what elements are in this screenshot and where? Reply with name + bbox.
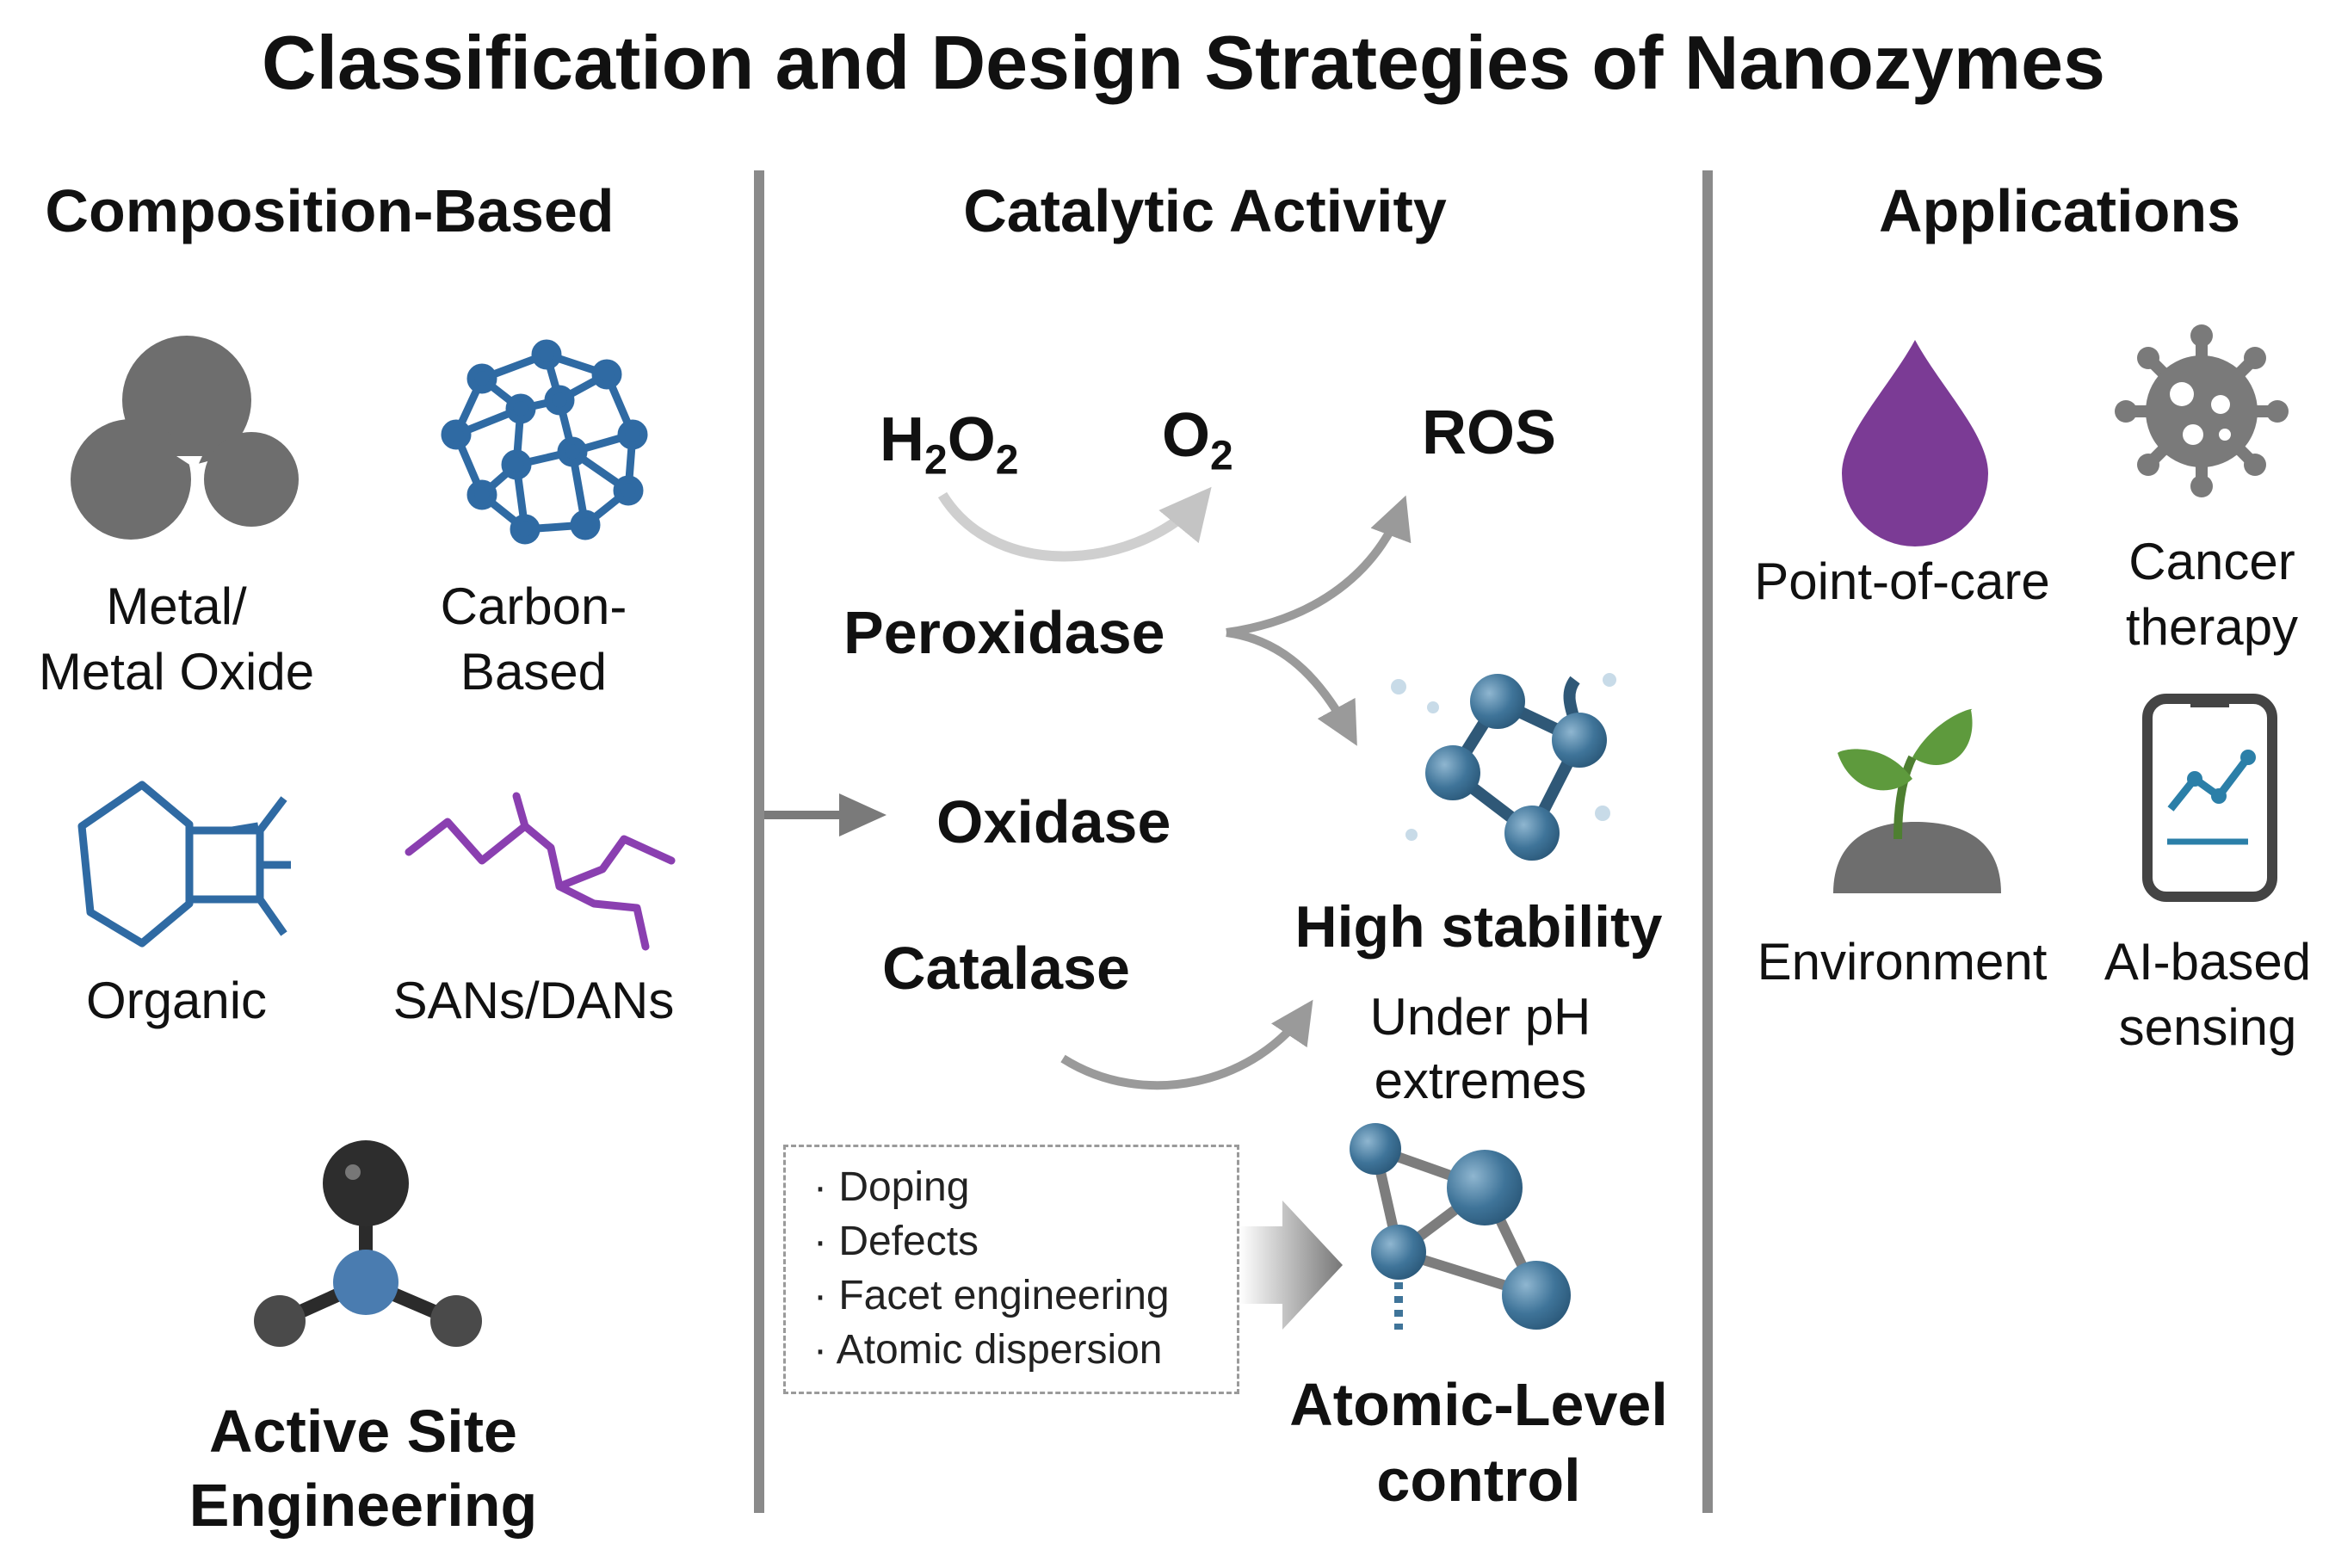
organic-label: Organic [85,972,268,1029]
point-of-care-label: Point-of-care [1754,553,2050,610]
o2-label: O2 [1162,401,1233,479]
ros-label: ROS [1422,398,1557,467]
organic-molecule-icon [77,781,291,948]
h2o2-label: H2O2 [880,405,1019,484]
ai-sensing-label: AI-based sensing [2104,933,2312,1056]
active-site-molecule-icon [254,1140,482,1347]
blood-drop-icon [1842,340,1988,546]
plant-sprout-icon [1833,708,2001,893]
right-divider [1702,170,1713,1513]
peroxidase-fork-arrows [1226,495,1412,746]
under-ph-label: Under pH extremes [1369,988,1591,1109]
catalytic-heading: Catalytic Activity [963,177,1447,244]
metal-nanoparticle-cluster-icon [71,336,299,540]
sans-dans-label: SANs/DANs [392,972,675,1029]
strategy-item: · Atomic dispersion [813,1327,1163,1373]
carbon-network-icon [441,339,648,545]
high-stability-label: High stability [1294,894,1663,960]
composition-heading: Composition-Based [45,177,615,244]
left-divider [754,170,764,1513]
strategy-item: · Doping [813,1164,970,1210]
cancer-therapy-label: Cancer therapy [2125,533,2299,656]
catalase-arrow [1060,999,1313,1090]
divider-to-oxidase-arrow [764,793,887,836]
oxidase-label: Oxidase [936,788,1171,855]
active-site-label: Active Site Engineering [188,1398,538,1539]
cancer-cell-icon [2115,324,2289,497]
carbon-based-label: Carbon- Based [440,577,627,701]
applications-heading: Applications [1878,177,2241,244]
single-atom-chain-icon [405,792,676,951]
strategies-list: · Doping · Defects · Facet engineering ·… [813,1160,1170,1377]
atomic-control-label: Atomic-Level control [1289,1371,1668,1514]
strategy-item: · Defects [813,1219,979,1264]
h2o2-to-o2-arrow [937,486,1212,562]
environment-label: Environment [1757,933,2048,991]
strategies-arrow [1239,1201,1343,1330]
page-title: Classification and Design Strategies of … [262,20,2105,105]
atomic-control-molecule-icon [1350,1123,1571,1330]
catalase-label: Catalase [882,935,1130,1002]
strategy-item: · Facet engineering [813,1273,1170,1318]
smartphone-chart-icon [2142,694,2277,902]
stable-molecule-icon [1391,673,1616,861]
metal-oxide-label: Metal/ Metal Oxide [38,577,315,701]
strategies-box [783,1145,1239,1394]
peroxidase-label: Peroxidase [843,599,1165,666]
